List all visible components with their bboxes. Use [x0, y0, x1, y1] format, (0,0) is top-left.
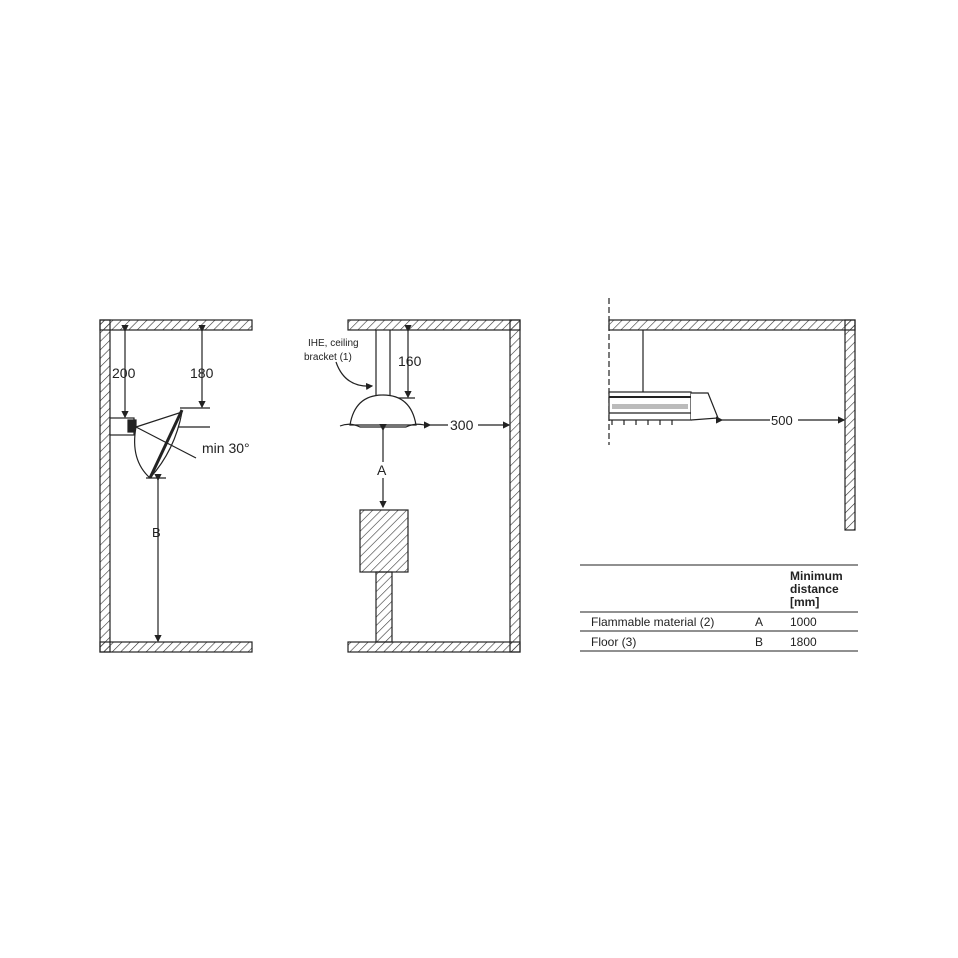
table-row-value: 1000 [790, 615, 817, 629]
flammable-object [359, 509, 409, 573]
ceiling-mount-view [335, 319, 521, 653]
dim-200-label: 200 [112, 365, 136, 381]
floor [99, 641, 253, 653]
floor [347, 641, 521, 653]
side-wall [99, 319, 111, 653]
dim-a-label: A [377, 462, 387, 478]
table-header-line1: Minimum [790, 569, 843, 583]
heater-dome [349, 394, 417, 426]
dim-160-label: 160 [398, 353, 422, 369]
ceiling-wall [608, 319, 856, 331]
table-row-item: Flammable material (2) [591, 615, 714, 629]
side-wall [509, 319, 521, 653]
wall-mount-view [99, 319, 253, 653]
angle-label: min 30° [202, 440, 250, 456]
table-row-item: Floor (3) [591, 635, 636, 649]
callout-line1: IHE, ceiling [308, 338, 359, 349]
ceiling-wall [347, 319, 521, 331]
ceiling-wall [99, 319, 253, 331]
dim-b-label: B [152, 525, 161, 540]
dim-180-label: 180 [190, 365, 214, 381]
callout-line2: bracket (1) [304, 352, 352, 363]
dim-500-label: 500 [771, 413, 793, 428]
table-row-value: 1800 [790, 635, 817, 649]
side-view [608, 298, 856, 531]
table-header-line3: [mm] [790, 595, 819, 609]
table-header-line2: distance [790, 582, 839, 596]
distance-table [580, 564, 858, 652]
side-wall [844, 319, 856, 531]
table-row-key: B [755, 635, 763, 649]
dim-300-label: 300 [450, 417, 474, 433]
callout-leader [335, 361, 374, 391]
table-row-key: A [755, 615, 763, 629]
